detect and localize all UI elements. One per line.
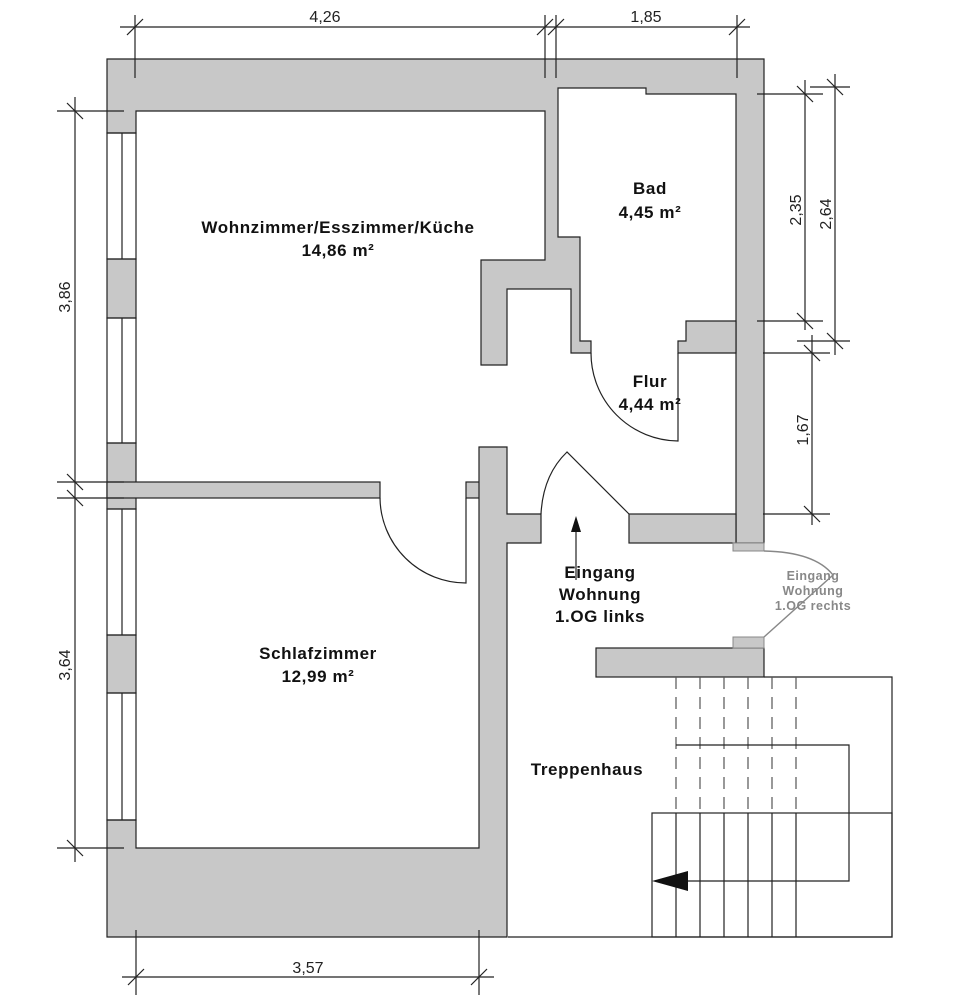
stairs [508,676,893,938]
dimension-right-bath: 2,35 [788,194,805,225]
window-pier [106,442,137,510]
arrow-left-icon [652,871,688,891]
room-name-bath: Bad [633,179,667,198]
door-frame [732,542,765,552]
entrance-right-line3: 1.OG rechts [775,599,851,613]
door-frame [732,636,765,649]
arrow-up-icon [571,516,581,532]
doors [379,352,834,638]
interior-wall [465,481,481,499]
room-name-hall: Flur [633,372,668,391]
dimension-lines [57,15,850,995]
windows [106,132,137,821]
dimension-top-right: 1,85 [630,9,661,26]
room-name-stairwell: Treppenhaus [531,760,643,779]
dimension-right-bath-outer: 2,64 [818,198,835,229]
room-area-living: 14,86 m² [302,241,375,260]
entrance-door-right [763,550,834,638]
room-area-bedroom: 12,99 m² [282,667,355,686]
room-area-hall: 4,44 m² [619,395,682,414]
entrance-door-left [540,451,630,515]
dimension-top-left: 4,26 [309,9,340,26]
entrance-right-line2: Wohnung [783,584,844,598]
bedroom-door [379,497,467,584]
dimension-right-hall: 1,67 [795,414,812,445]
bath-hall-wall [677,320,737,354]
dimension-left-upper: 3,86 [57,281,74,312]
outer-wall [106,58,765,544]
dimension-bottom: 3,57 [292,960,323,977]
room-name-bedroom: Schlafzimmer [259,644,377,663]
bath-door [590,352,679,442]
entrance-left-line2: Wohnung [559,585,641,604]
entrance-left-line1: Eingang [564,563,635,582]
dimension-left-lower: 3,64 [57,649,74,680]
walls [106,58,765,938]
window-pier [106,258,137,319]
bottom-wall [106,446,542,938]
interior-wall [106,481,381,499]
window-pier [106,634,137,694]
entrance-left-line3: 1.OG links [555,607,645,626]
landing-wall [595,647,765,678]
hall-wall [628,513,737,544]
room-name-living: Wohnzimmer/Esszimmer/Küche [201,218,474,237]
entrance-right-line1: Eingang [787,569,840,583]
room-area-bath: 4,45 m² [619,203,682,222]
